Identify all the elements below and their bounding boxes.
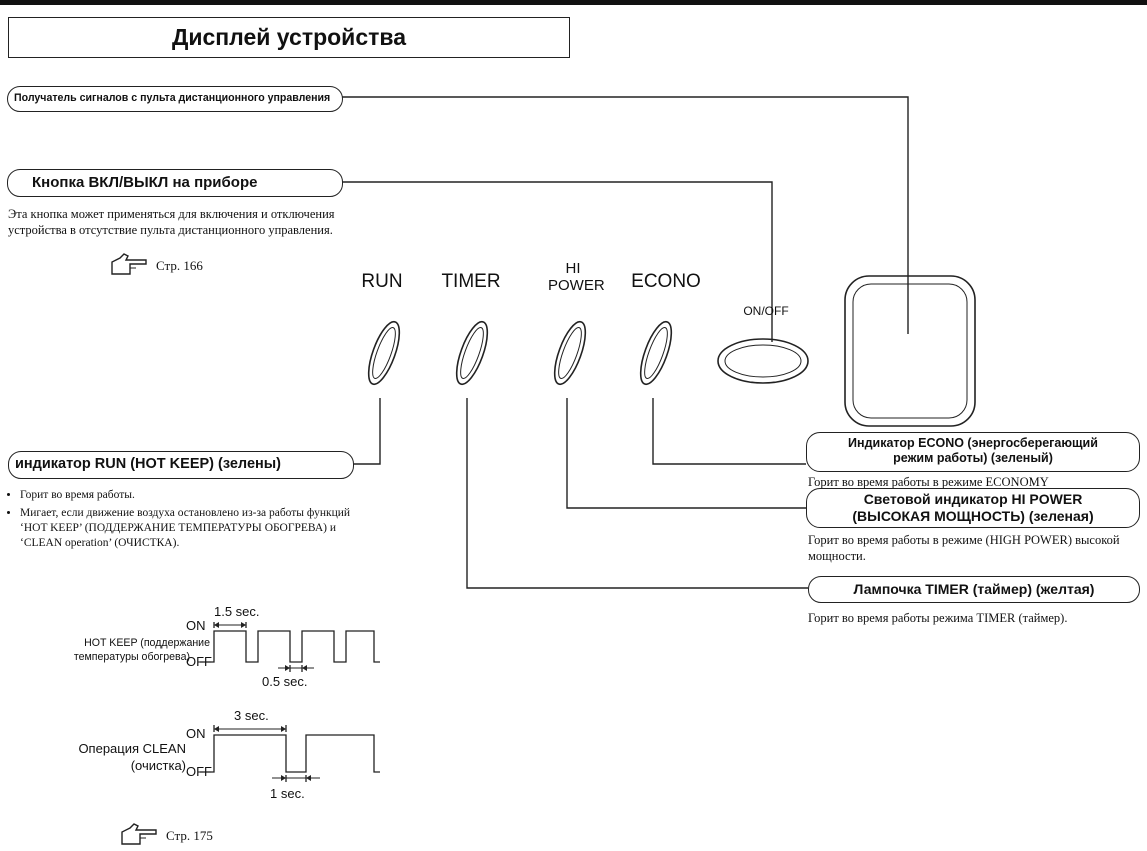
footer-page-ref: Стр. 175 — [166, 828, 213, 843]
hotkeep-label-line1: HOT KEEP (поддержание — [84, 637, 210, 649]
timer-connector — [466, 398, 808, 589]
clean-arrowheads — [214, 726, 311, 781]
hotkeep-timing-diagram — [200, 622, 380, 672]
hipower-indicator-label: Световой индикатор HI POWER (ВЫСОКАЯ МОЩ… — [806, 488, 1140, 528]
timer-led-icon — [455, 320, 489, 386]
hipower-label-line2: (ВЫСОКАЯ МОЩНОСТЬ) (зеленая) — [852, 508, 1094, 524]
clean-on-label: ON — [186, 726, 206, 741]
receiver-connector — [342, 96, 909, 334]
onoff-description: Эта кнопка может применяться для включен… — [8, 207, 335, 237]
econo-indicator-label: Индикатор ECONO (энергосберегающий режим… — [806, 432, 1140, 472]
run-indicator-label: индикатор RUN (HOT KEEP) (зелены) — [8, 451, 354, 479]
hipower-description: Горит во время работы в режиме (HIGH POW… — [808, 533, 1120, 563]
onoff-button-icon — [717, 338, 809, 384]
run-note-1: Горит во время работы. — [20, 488, 372, 503]
timer-indicator-label: Лампочка TIMER (таймер) (желтая) — [808, 576, 1140, 603]
econo-led-icon — [639, 320, 673, 386]
run-panel-label: RUN — [361, 271, 403, 292]
hotkeep-on-time: 1.5 sec. — [214, 604, 260, 619]
led-indicators — [367, 275, 976, 427]
run-indicator-notes: Горит во время работы. Мигает, если движ… — [8, 488, 372, 554]
clean-label-line1: Операция CLEAN — [78, 741, 186, 756]
run-note-2: Мигает, если движение воздуха остановлен… — [20, 506, 372, 551]
receiver-window-icon — [844, 275, 976, 427]
top-rule — [0, 0, 1147, 5]
timer-description: Горит во время работы режима TIMER (тайм… — [808, 611, 1068, 625]
remote-receiver-label: Получатель сигналов с пульта дистанционн… — [7, 86, 343, 112]
pointing-hand-icon — [121, 823, 157, 845]
hotkeep-label-line2: температуры обогрева) — [73, 651, 190, 663]
hipower-panel-label-line2: POWER — [548, 277, 605, 294]
hipower-label-line1: Световой индикатор HI POWER — [863, 491, 1083, 507]
onoff-button-label: Кнопка ВКЛ/ВЫКЛ на приборе — [7, 169, 343, 197]
hotkeep-off-time: 0.5 sec. — [262, 674, 308, 689]
hotkeep-arrowheads — [214, 622, 307, 671]
clean-on-time: 3 sec. — [234, 708, 269, 723]
econo-label-line2: режим работы) (зеленый) — [893, 451, 1053, 465]
clean-diagram-label: Операция CLEAN (очистка) — [10, 740, 186, 774]
clean-off-time: 1 sec. — [270, 786, 305, 801]
econo-connector — [652, 398, 806, 465]
onoff-connector — [342, 181, 773, 342]
hipower-connector — [566, 398, 806, 509]
pointing-hand-icon — [111, 253, 147, 275]
onoff-page-ref: Стр. 166 — [156, 258, 203, 273]
clean-timing-diagram — [200, 725, 380, 782]
onoff-panel-label: ON/OFF — [743, 304, 789, 318]
hipower-panel-label-line1: HI — [565, 260, 581, 277]
timer-panel-label: TIMER — [441, 271, 501, 292]
econo-label-line1: Индикатор ECONO (энергосберегающий — [848, 436, 1098, 450]
run-led-icon — [367, 320, 401, 386]
hotkeep-diagram-label: HOT KEEP (поддержание температуры обогре… — [10, 636, 210, 664]
hotkeep-on-label: ON — [186, 618, 206, 633]
econo-panel-label: ECONO — [631, 271, 701, 292]
clean-label-line2: (очистка) — [130, 758, 186, 773]
run-connector — [354, 398, 381, 465]
page-title: Дисплей устройства — [8, 17, 570, 58]
clean-off-label: OFF — [186, 764, 212, 779]
hipower-led-icon — [553, 320, 587, 386]
hotkeep-off-label: OFF — [186, 654, 212, 669]
hipower-panel-label: HI POWER — [548, 260, 605, 294]
